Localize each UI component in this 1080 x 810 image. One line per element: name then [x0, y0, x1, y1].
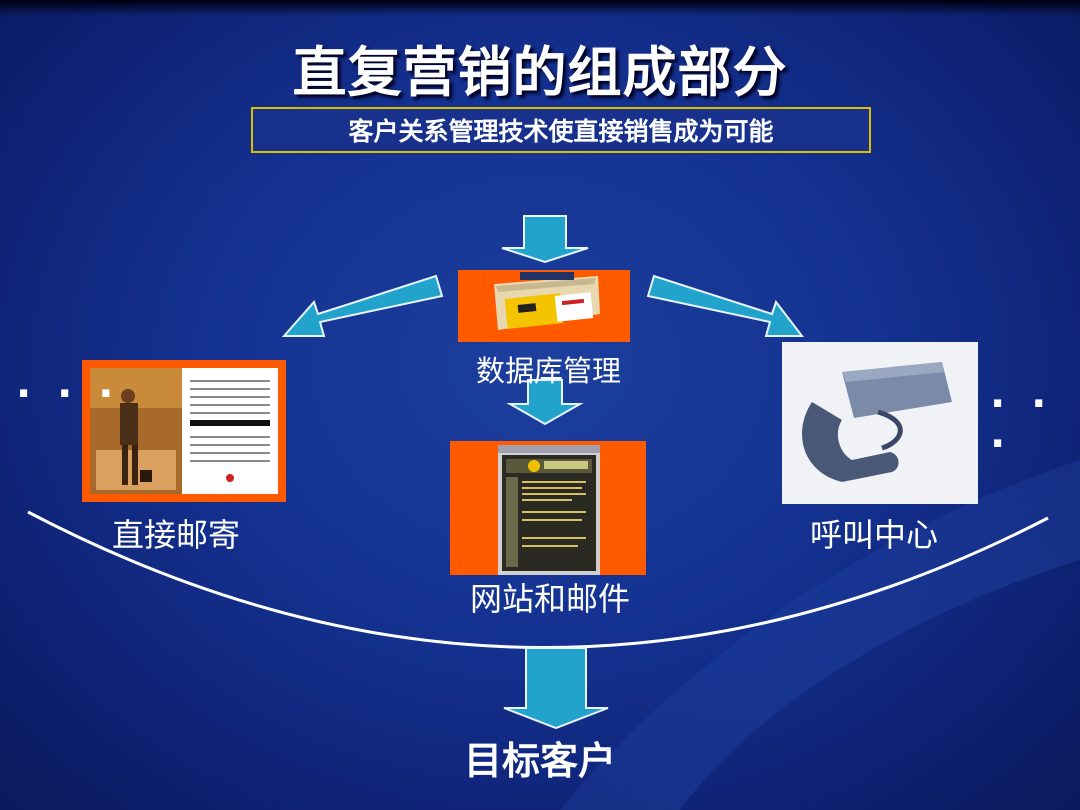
label-target-customer: 目标客户 [463, 739, 616, 783]
slide-title: 直复营销的组成部分 [292, 41, 788, 104]
arrow-down-bottom [503, 647, 609, 730]
label-database: 数据库管理 [476, 354, 622, 388]
label-direct-mail: 直接邮寄 [112, 516, 241, 554]
subtitle-box: 客户关系管理技术使直接销售成为可能 [251, 107, 871, 153]
database-image [458, 270, 630, 342]
arrow-down-top [501, 215, 589, 264]
arrow-diagonal-right [646, 274, 805, 337]
ellipsis-right: · · · [990, 381, 1053, 467]
arrow-down-middle [506, 379, 584, 426]
arrow-diagonal-left [281, 274, 444, 337]
subtitle-text: 客户关系管理技术使直接销售成为可能 [348, 117, 774, 146]
label-web-email: 网站和邮件 [470, 580, 631, 618]
call-center-image [782, 342, 978, 504]
ellipsis-left: · · · [16, 371, 120, 417]
direct-mail-image [82, 360, 286, 502]
top-dark-band [0, 0, 1080, 16]
label-call-center: 呼叫中心 [810, 516, 939, 554]
background-swoosh [560, 460, 1080, 810]
website-image [450, 441, 646, 575]
